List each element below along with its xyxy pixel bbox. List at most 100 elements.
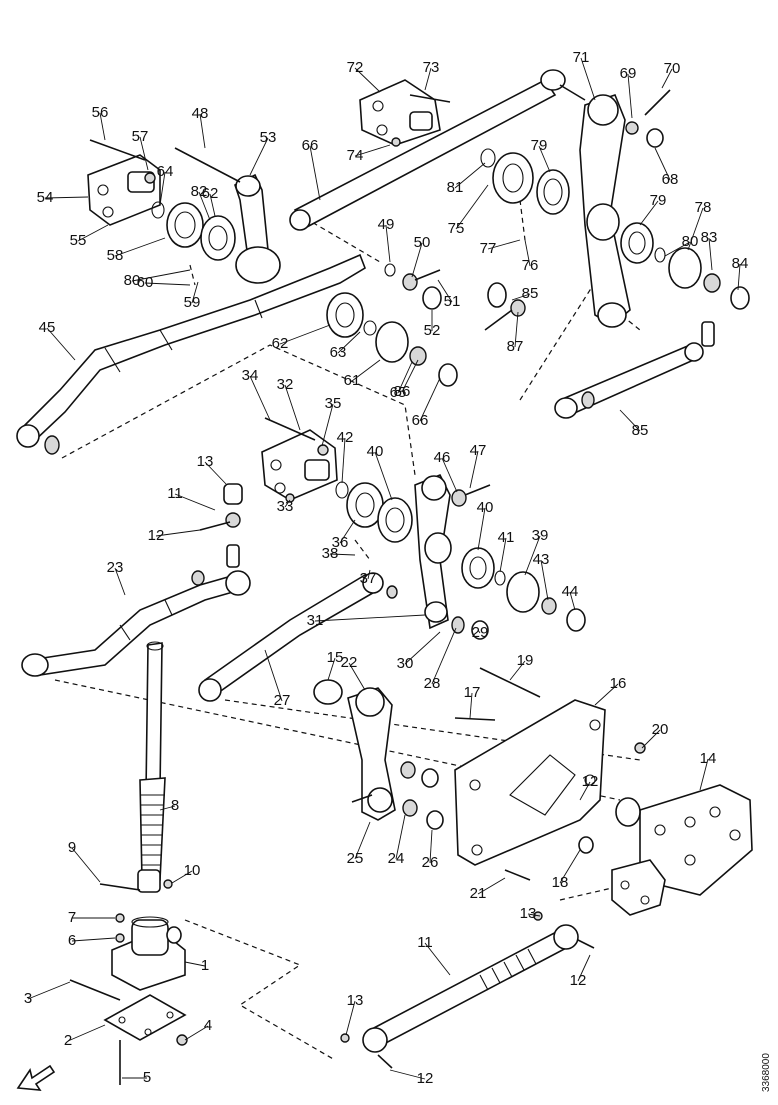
callout-7: 7 (68, 909, 76, 926)
callout-27: 27 (274, 692, 291, 709)
callout-56: 56 (92, 104, 109, 121)
callout-9: 9 (68, 839, 76, 856)
callout-46: 46 (434, 449, 451, 466)
leader-line-69 (627, 73, 633, 119)
upper-right-lever (559, 84, 671, 328)
leader-line-68 (654, 147, 671, 181)
leader-line-40 (477, 507, 486, 551)
callout-84: 84 (732, 255, 749, 272)
leader-line-31 (314, 614, 426, 622)
leader-line-41 (499, 537, 507, 573)
callout-26: 26 (422, 854, 439, 871)
leader-line-21 (477, 877, 506, 895)
leader-line-56 (99, 112, 106, 141)
leader-line-58 (114, 237, 166, 257)
callout-52: 52 (424, 322, 441, 339)
callout-38: 38 (322, 545, 339, 562)
callout-85: 85 (522, 285, 539, 302)
callout-13: 13 (520, 905, 537, 922)
callout-68: 68 (662, 171, 679, 188)
callout-6: 6 (68, 932, 76, 949)
leader-line-66 (419, 377, 441, 422)
leader-line-59 (191, 281, 199, 304)
callout-33: 33 (277, 498, 294, 515)
callout-22: 22 (341, 654, 358, 671)
leader-line-79 (639, 200, 659, 226)
callout-63: 63 (330, 344, 347, 361)
leader-line-54 (44, 196, 89, 199)
callout-79: 79 (650, 192, 667, 209)
callout-69: 69 (620, 65, 637, 82)
leader-line-35 (321, 403, 334, 447)
leader-line-44 (569, 591, 576, 611)
leader-line-1 (184, 961, 206, 967)
callout-29: 29 (472, 624, 489, 641)
leader-line-86 (401, 359, 419, 393)
leader-line-85 (619, 409, 641, 432)
callout-61: 61 (344, 372, 361, 389)
callout-71: 71 (573, 49, 590, 66)
callout-23: 23 (107, 559, 124, 576)
leader-line-51 (437, 279, 453, 303)
callout-82: 82 (191, 183, 208, 200)
middle-bracket-assembly (261, 417, 413, 543)
document-id: 3368000 (761, 1053, 772, 1092)
leader-line-77 (487, 239, 521, 250)
leader-line-64 (159, 171, 166, 206)
tie-rod-lower-left (21, 570, 251, 677)
mounting-plate (454, 667, 646, 881)
leader-line-62 (209, 193, 216, 217)
callout-79: 79 (531, 137, 548, 154)
leader-line-12 (155, 529, 201, 537)
intermediate-shaft (340, 911, 595, 1069)
callout-58: 58 (107, 247, 124, 264)
callout-73: 73 (423, 59, 440, 76)
steering-column (99, 641, 173, 943)
callout-15: 15 (327, 649, 344, 666)
leader-line-9 (71, 847, 101, 883)
callout-51: 51 (444, 293, 461, 310)
callout-34: 34 (242, 367, 259, 384)
upper-drag-link (289, 69, 566, 231)
callout-12: 12 (570, 972, 587, 989)
leader-line-55 (77, 224, 109, 242)
leader-line-74 (354, 144, 391, 157)
callout-75: 75 (448, 220, 465, 237)
callout-39: 39 (532, 527, 549, 544)
track-rod-right (554, 321, 715, 419)
leader-lines (27, 57, 741, 1080)
leader-line-24 (395, 814, 406, 860)
callout-81: 81 (447, 179, 464, 196)
lower-lever (313, 679, 444, 830)
callout-20: 20 (652, 721, 669, 738)
callout-65: 65 (390, 384, 407, 401)
callout-83: 83 (701, 229, 718, 246)
middle-lever (414, 473, 586, 640)
leader-line-27 (264, 649, 283, 702)
drag-link-middle (198, 572, 398, 702)
callout-43: 43 (533, 551, 550, 568)
leader-line-11 (174, 493, 216, 511)
callout-47: 47 (470, 442, 487, 459)
callout-4: 4 (204, 1017, 212, 1034)
leader-line-61 (351, 359, 381, 382)
leader-line-28 (431, 627, 457, 685)
leader-line-70 (661, 68, 673, 89)
leader-line-3 (27, 981, 71, 1000)
leader-line-81 (454, 162, 486, 189)
callout-55: 55 (70, 232, 87, 249)
callout-59: 59 (184, 294, 201, 311)
leader-line-71 (580, 57, 596, 101)
leader-line-50 (411, 242, 423, 278)
callout-50: 50 (414, 234, 431, 251)
leader-line-19 (509, 660, 526, 681)
callout-25: 25 (347, 850, 364, 867)
callout-28: 28 (424, 675, 441, 692)
upper-ball-joint (199, 483, 243, 568)
leader-line-20 (641, 729, 661, 749)
callout-35: 35 (325, 395, 342, 412)
leader-line-76 (524, 239, 531, 267)
callout-80: 80 (682, 233, 699, 250)
leader-line-83 (708, 237, 713, 271)
